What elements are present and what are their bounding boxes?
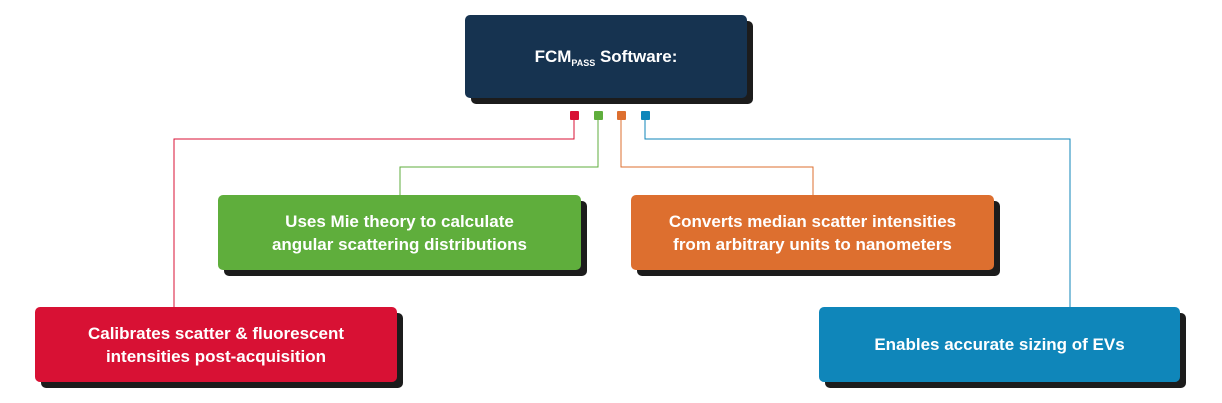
green-connector-dot: [594, 111, 603, 120]
mie-theory-box: Uses Mie theory to calculate angular sca…: [218, 195, 581, 270]
sizing-line-1: Enables accurate sizing of EVs: [874, 335, 1125, 354]
connector-calibrate: [173, 120, 575, 307]
orange-connector-dot: [617, 111, 626, 120]
sizing-box: Enables accurate sizing of EVs: [819, 307, 1180, 382]
blue-connector-dot: [641, 111, 650, 120]
mie-theory-line-2: angular scattering distributions: [271, 234, 528, 254]
connector-convert: [620, 120, 814, 195]
convert-intensities-box: Converts median scatter intensities from…: [631, 195, 994, 270]
mie-theory-line-1: Uses Mie theory to calculate: [285, 211, 514, 231]
calibrate-line-2: intensities post-acquisition: [105, 346, 327, 366]
convert-line-1: Converts median scatter intensities: [668, 211, 957, 231]
connector-sizing: [644, 120, 1071, 307]
calibrate-box: Calibrates scatter & fluorescent intensi…: [35, 307, 397, 382]
title-box: FCMPASS Software:: [465, 15, 747, 98]
red-connector-dot: [570, 111, 579, 120]
connector-mie: [399, 120, 599, 195]
title-subscript: PASS: [571, 58, 596, 68]
calibrate-line-1: Calibrates scatter & fluorescent: [87, 323, 345, 343]
title-label: FCMPASS Software:: [534, 47, 678, 68]
convert-line-2: from arbitrary units to nanometers: [673, 234, 952, 254]
